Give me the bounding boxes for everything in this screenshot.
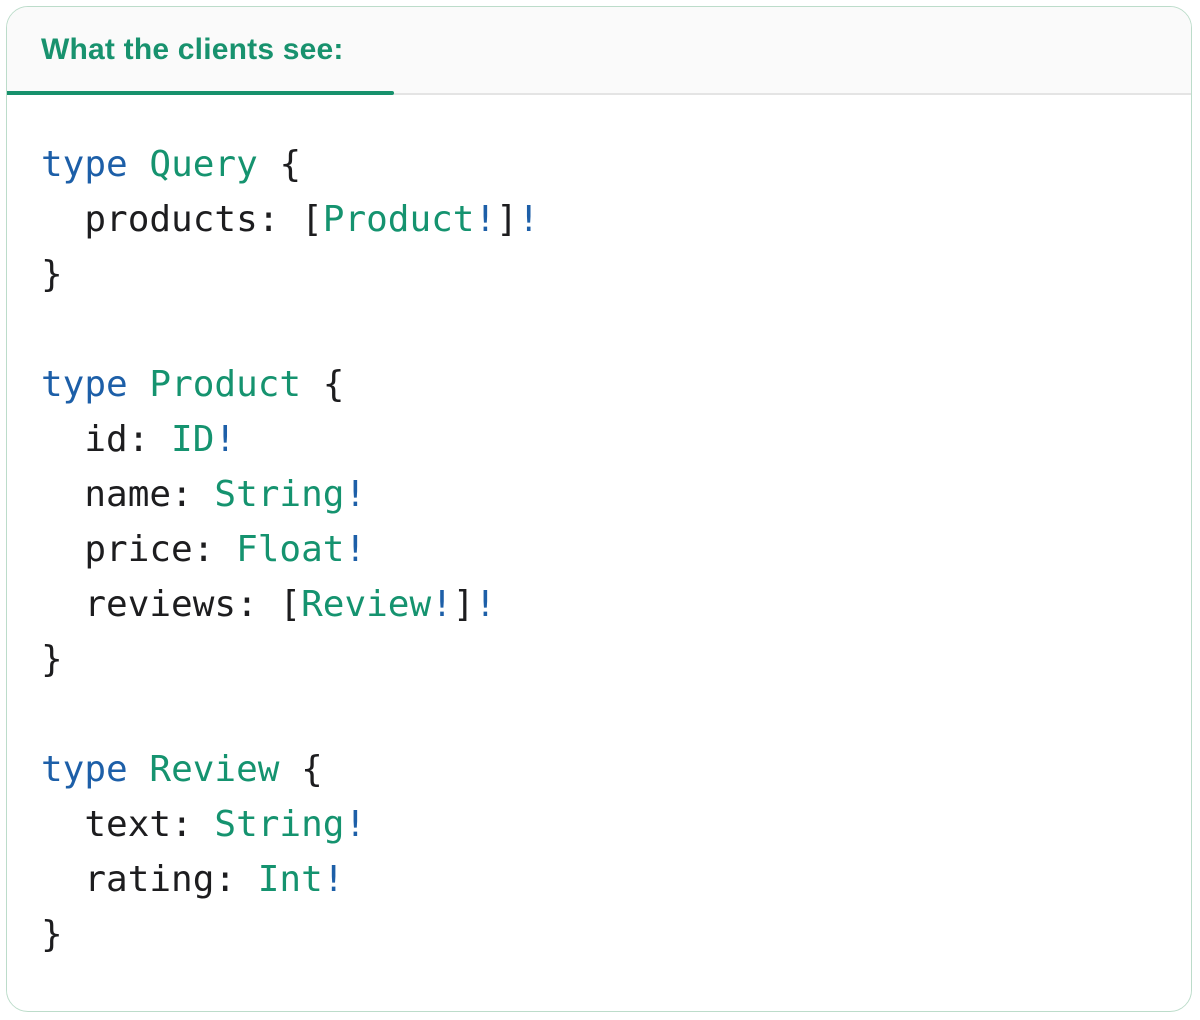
code-token: { — [301, 364, 345, 405]
code-line: type Review { — [41, 742, 1161, 797]
code-token: ! — [344, 529, 367, 570]
code-token: rating: — [41, 859, 258, 900]
code-token: ] — [452, 584, 475, 625]
code-token: ! — [474, 199, 497, 240]
code-line: name: String! — [41, 467, 1161, 522]
active-tab-underline — [7, 91, 394, 95]
code-token: type — [41, 364, 128, 405]
code-line: price: Float! — [41, 522, 1161, 577]
code-line: } — [41, 247, 1161, 302]
code-line: text: String! — [41, 797, 1161, 852]
code-line: id: ID! — [41, 412, 1161, 467]
code-line: products: [Product!]! — [41, 192, 1161, 247]
code-line — [41, 687, 1161, 742]
code-token: type — [41, 749, 128, 790]
schema-code-block: type Query { products: [Product!]!} type… — [7, 95, 1191, 1008]
code-line: type Product { — [41, 357, 1161, 412]
schema-card: What the clients see: type Query { produ… — [6, 6, 1192, 1012]
code-token: Int — [257, 859, 323, 900]
code-token: ] — [496, 199, 518, 240]
code-token: reviews: [ — [41, 584, 302, 625]
code-token: } — [41, 914, 63, 955]
code-token: products: [ — [41, 199, 323, 240]
code-token: Product — [322, 199, 475, 240]
code-token — [128, 749, 150, 790]
code-token: Float — [236, 529, 345, 570]
tab-what-clients-see[interactable]: What the clients see: — [41, 7, 344, 93]
tab-label: What the clients see: — [41, 33, 344, 66]
code-line: } — [41, 632, 1161, 687]
code-token — [128, 144, 150, 185]
code-line: rating: Int! — [41, 852, 1161, 907]
code-token: type — [41, 144, 128, 185]
code-token: text: — [41, 804, 215, 845]
code-token: Review — [149, 749, 280, 790]
code-token: } — [41, 254, 63, 295]
code-token: name: — [41, 474, 215, 515]
code-token: id: — [41, 419, 172, 460]
code-token: Review — [301, 584, 432, 625]
code-token: ! — [517, 199, 540, 240]
code-token: ! — [344, 804, 367, 845]
code-token: price: — [41, 529, 237, 570]
code-token: ! — [214, 419, 237, 460]
code-token: String — [214, 804, 345, 845]
code-token: { — [257, 144, 302, 185]
code-line — [41, 302, 1161, 357]
code-token: Product — [149, 364, 302, 405]
code-token: } — [41, 639, 63, 680]
code-token: ID — [171, 419, 215, 460]
code-token: Query — [149, 144, 258, 185]
code-token: ! — [344, 474, 367, 515]
code-token: { — [279, 749, 323, 790]
code-line: reviews: [Review!]! — [41, 577, 1161, 632]
code-token: String — [214, 474, 345, 515]
code-token: ! — [431, 584, 453, 625]
code-token: ! — [474, 584, 497, 625]
code-line: type Query { — [41, 137, 1161, 192]
code-line: } — [41, 907, 1161, 962]
code-token — [128, 364, 150, 405]
code-token: ! — [322, 859, 345, 900]
tab-bar: What the clients see: — [7, 7, 1191, 95]
